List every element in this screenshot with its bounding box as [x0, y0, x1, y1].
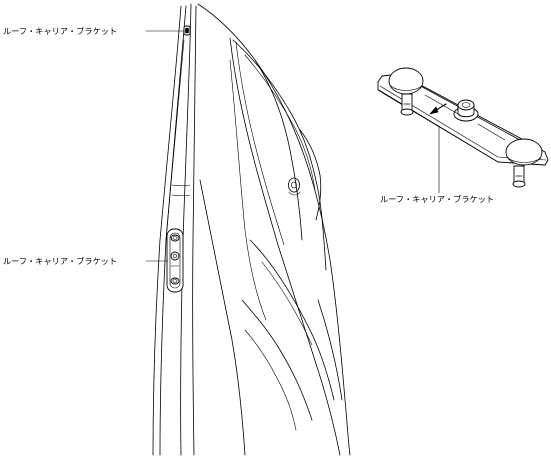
arrow-head-icon — [429, 106, 439, 115]
callout-label-top-bracket: ルーフ・キャリア・ブラケット — [3, 26, 118, 36]
vehicle-body — [152, 3, 351, 456]
leader-lines — [145, 30, 440, 262]
top-bracket — [183, 25, 191, 36]
callout-label-detail-bracket: ルーフ・キャリア・ブラケット — [380, 194, 495, 204]
middle-bracket — [166, 228, 184, 293]
detail-bracket — [377, 67, 549, 188]
callout-label-middle-bracket: ルーフ・キャリア・ブラケット — [3, 256, 118, 266]
